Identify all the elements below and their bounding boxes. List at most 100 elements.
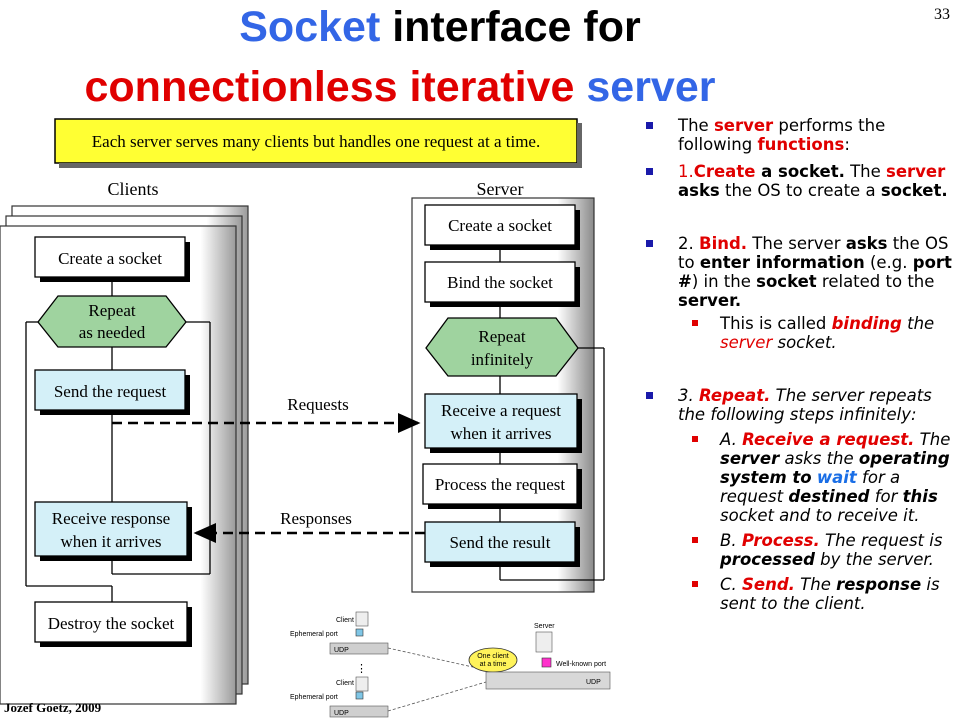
flow-diagram: Each server serves many clients but hand… — [0, 118, 611, 718]
responses-label: Responses — [280, 509, 352, 528]
s2-wait: wait — [816, 468, 857, 487]
server-receive-box: Receive a request when it arrives — [424, 393, 582, 453]
client-send-box: Send the request — [34, 369, 190, 415]
bullet-functions: The server performs the following functi… — [646, 116, 956, 154]
banner: Each server serves many clients but hand… — [54, 118, 582, 168]
mini-udp2: UDP — [334, 710, 349, 717]
b3-bind: Bind. — [699, 234, 748, 253]
b4-number: 3. — [678, 386, 699, 405]
mini-dots: ⋮ — [356, 663, 367, 675]
server-send-text: Send the result — [449, 533, 550, 552]
server-bind-text: Bind the socket — [447, 273, 553, 292]
title-interface-for: interface for — [392, 3, 641, 51]
s3-letter: B. — [720, 531, 742, 550]
b3-text-3: The server — [747, 234, 846, 253]
server-receive-line2: when it arrives — [450, 424, 551, 443]
s1-the: the — [901, 314, 935, 333]
bullet-bind: 2. Bind. The server asks the OS to enter… — [646, 234, 956, 310]
client-destroy-box: Destroy the socket — [34, 601, 192, 647]
slide-title-line-1: Socket interface for — [0, 2, 880, 52]
server-receive-line1: Receive a request — [441, 401, 561, 420]
client-create-text: Create a socket — [58, 249, 162, 268]
mini-bubble-line1: One client — [477, 653, 509, 660]
server-create-box: Create a socket — [424, 204, 580, 250]
s3-text-3: The request is — [819, 531, 943, 550]
s2-for: for — [869, 487, 903, 506]
mini-udp3: UDP — [586, 679, 601, 686]
s2-text-13: socket and to receive it. — [720, 506, 920, 525]
s3-text-5: by the server. — [814, 550, 934, 569]
s3-processed: processed — [720, 550, 815, 569]
bullet-list: The server performs the following functi… — [646, 116, 956, 613]
mini-server: Server — [534, 623, 555, 630]
client-repeat-line1: Repeat — [88, 301, 135, 320]
b1-colon: : — [844, 135, 850, 154]
title-server: server — [586, 63, 716, 111]
s2-receive: Receive a request. — [742, 430, 915, 449]
b2-a-socket: a socket. — [755, 162, 845, 181]
s4-the: The — [794, 575, 837, 594]
title-connectionless: connectionless iterative — [84, 63, 575, 111]
mini-client1: Client — [336, 617, 354, 624]
s1-server: server — [720, 333, 773, 352]
page-number: 33 — [934, 6, 950, 23]
s2-destined: destined — [788, 487, 870, 506]
s4-send: Send. — [742, 575, 795, 594]
client-receive-line2: when it arrives — [60, 532, 161, 551]
s4-response: response — [836, 575, 922, 594]
client-destroy-text: Destroy the socket — [48, 614, 175, 633]
mini-diagram: Client Ephemeral port UDP ⋮ Client Ephem… — [290, 611, 611, 718]
b3-text-9: ) in the — [691, 272, 757, 291]
b2-socket: socket. — [880, 181, 948, 200]
title-socket: Socket — [239, 3, 381, 51]
b3-text-11: related to the — [816, 272, 935, 291]
banner-text: Each server serves many clients but hand… — [92, 132, 540, 151]
b3-enter-info: enter information — [699, 253, 865, 272]
s2-text-9: for a request — [720, 468, 901, 506]
author-credit: Jozef Goetz, 2009 — [4, 700, 102, 715]
s2-letter: A. — [720, 430, 743, 449]
client-create-box: Create a socket — [34, 236, 190, 282]
b1-text-1: The — [678, 116, 714, 135]
b3-text-5: the OS to — [678, 234, 949, 272]
s3-process: Process. — [741, 531, 820, 550]
server-label: Server — [477, 179, 524, 199]
s2-server: server — [720, 449, 780, 468]
mini-client2: Client — [336, 680, 354, 687]
sub-bullet-process: B. Process. The request is processed by … — [646, 531, 956, 569]
mini-wellknown: Well-known port — [556, 661, 606, 668]
s1-binding: binding — [831, 314, 902, 333]
sub-bullet-receive: A. Receive a request. The server asks th… — [646, 430, 956, 525]
b2-the: The — [844, 162, 887, 181]
b4-text-3: The server repeats the following steps i… — [678, 386, 932, 424]
sub-bullet-send: C. Send. The response is sent to the cli… — [646, 575, 956, 613]
s2-this: this — [902, 487, 938, 506]
server-bind-box: Bind the socket — [424, 261, 580, 307]
mini-eph1: Ephemeral port — [290, 631, 338, 638]
client-repeat-hexagon: Repeat as needed — [37, 295, 187, 348]
b2-text-7: the OS to create a — [719, 181, 881, 200]
b3-text-7: (e.g. — [864, 253, 913, 272]
bullet-create: 1.Create a socket. The server asks the O… — [646, 162, 956, 200]
mini-bubble — [468, 647, 518, 673]
s1-socket: socket. — [772, 333, 837, 352]
mini-udp1: UDP — [334, 647, 349, 654]
b2-create: Create — [693, 162, 756, 181]
slide-title-line-2: connectionless iterative server — [0, 62, 840, 112]
sub-bullet-binding: This is called binding the server socket… — [646, 314, 956, 352]
b4-repeat: Repeat. — [699, 386, 771, 405]
client-receive-line1: Receive response — [52, 509, 170, 528]
bullet-repeat: 3. Repeat. The server repeats the follow… — [646, 386, 956, 424]
b2-number: 1. — [678, 162, 694, 181]
s4-letter: C. — [720, 575, 743, 594]
b3-socket: socket — [756, 272, 817, 291]
mini-bubble-line2: at a time — [480, 661, 507, 668]
b3-asks: asks — [845, 234, 888, 253]
server-repeat-line1: Repeat — [478, 327, 525, 346]
mini-eph2: Ephemeral port — [290, 694, 338, 701]
b3-port: port # — [678, 253, 952, 291]
client-repeat-line2: as needed — [79, 323, 146, 342]
server-repeat-line2: infinitely — [471, 350, 534, 369]
s2-os: operating system to — [720, 449, 950, 487]
clients-label: Clients — [107, 179, 158, 199]
